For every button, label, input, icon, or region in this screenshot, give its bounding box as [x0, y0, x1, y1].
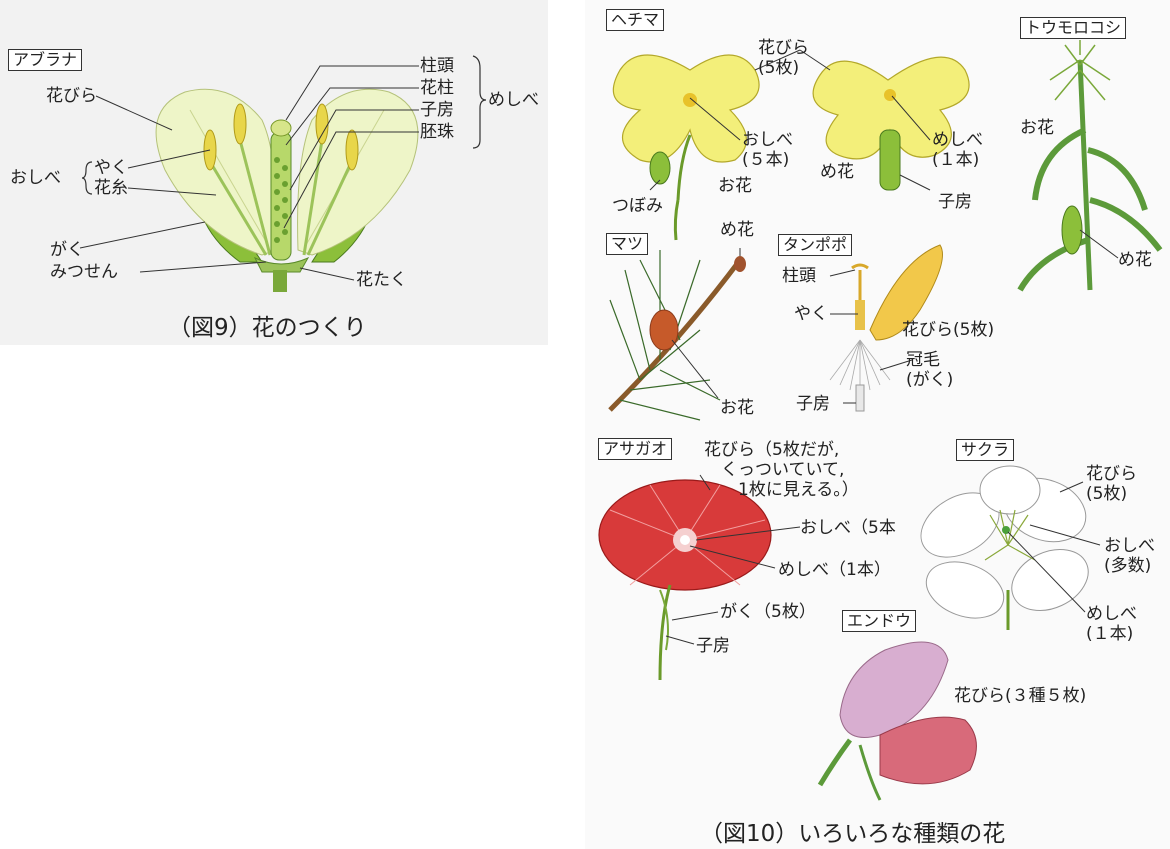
morning-glory-flower: [598, 474, 801, 681]
loofah-male-flower: [612, 54, 760, 241]
morning-glory-petals-label: 花びら（5枚だが, くっついていて, 1枚に見える。）: [704, 440, 859, 500]
cherry-pistil-label: めしべ (１本): [1086, 604, 1137, 644]
pea-flower: [817, 641, 977, 801]
pine-female-label: め花: [720, 220, 754, 240]
corn-male-label: お花: [1020, 118, 1054, 138]
rapeseed-petal-label: 花びら: [46, 86, 97, 106]
dandelion-floret: [829, 244, 943, 412]
loofah-female-label: め花: [820, 162, 854, 182]
rapeseed-nectary-label: みつせん: [50, 262, 118, 282]
dandelion-stigma-label: 柱頭: [782, 266, 816, 286]
dandelion-petals-label: 花びら(5枚): [902, 320, 995, 340]
dandelion-tag: タンポポ: [778, 234, 853, 256]
loofah-ovary-label: 子房: [938, 192, 972, 212]
loofah-pistil-label: めしべ (１本): [932, 130, 983, 170]
pine-tag: マツ: [606, 233, 649, 255]
pea-tag: エンドウ: [842, 610, 917, 632]
rapeseed-filament-label: 花糸: [94, 178, 128, 198]
rapeseed-ovary-label: 子房: [420, 100, 454, 120]
corn-tag: トウモロコシ: [1020, 17, 1127, 39]
rapeseed-anther-label: やく: [94, 158, 128, 178]
cherry-blossom: [920, 465, 1101, 630]
dandelion-anther-label: やく: [794, 304, 828, 324]
figure10-caption: （図10）いろいろな種類の花: [700, 821, 1006, 847]
loofah-male-label: お花: [718, 176, 752, 196]
rapeseed-tag: アブラナ: [8, 49, 83, 71]
dandelion-pappus-label: 冠毛 (がく): [906, 350, 954, 390]
rapeseed-receptacle-label: 花たく: [356, 270, 407, 290]
loofah-petals-label: 花びら (5枚): [758, 38, 809, 78]
rapeseed-sepal-label: がく: [50, 240, 84, 260]
morning-glory-sepals-label: がく（5枚）: [720, 602, 816, 622]
pea-petals-label: 花びら(３種５枚): [954, 686, 1087, 706]
rapeseed-pistil-label: めしべ: [488, 90, 539, 110]
loofah-bud-label: つぼみ: [612, 196, 663, 216]
rapeseed-ovule-label: 胚珠: [420, 122, 454, 142]
cherry-tag: サクラ: [956, 439, 1015, 461]
rapeseed-stamen-label: おしべ: [10, 168, 61, 188]
cherry-stamens-label: おしべ (多数): [1104, 536, 1155, 576]
morning-glory-tag: アサガオ: [598, 438, 673, 460]
rapeseed-style-label: 花柱: [420, 78, 454, 98]
loofah-tag: ヘチマ: [606, 9, 665, 31]
morning-glory-pistil-label: めしべ（1本）: [778, 560, 891, 580]
loofah-stamens-label: おしべ (５本): [742, 130, 793, 170]
corn-plant: [1017, 40, 1163, 292]
morning-glory-ovary-label: 子房: [696, 636, 730, 656]
loofah-female-flower: [812, 56, 970, 191]
rapeseed-stigma-label: 柱頭: [420, 56, 454, 76]
rapeseed-flower-illustration: [79, 55, 487, 292]
corn-female-label: め花: [1118, 250, 1152, 270]
pine-branch: [608, 248, 746, 421]
pine-male-label: お花: [720, 398, 754, 418]
cherry-petals-label: 花びら (5枚): [1086, 464, 1137, 504]
morning-glory-stamens-label: おしべ（5本: [800, 518, 896, 538]
dandelion-ovary-label: 子房: [796, 394, 830, 414]
figure9-caption: （図9）花のつくり: [168, 315, 367, 341]
loofah-leaders: [649, 49, 931, 191]
